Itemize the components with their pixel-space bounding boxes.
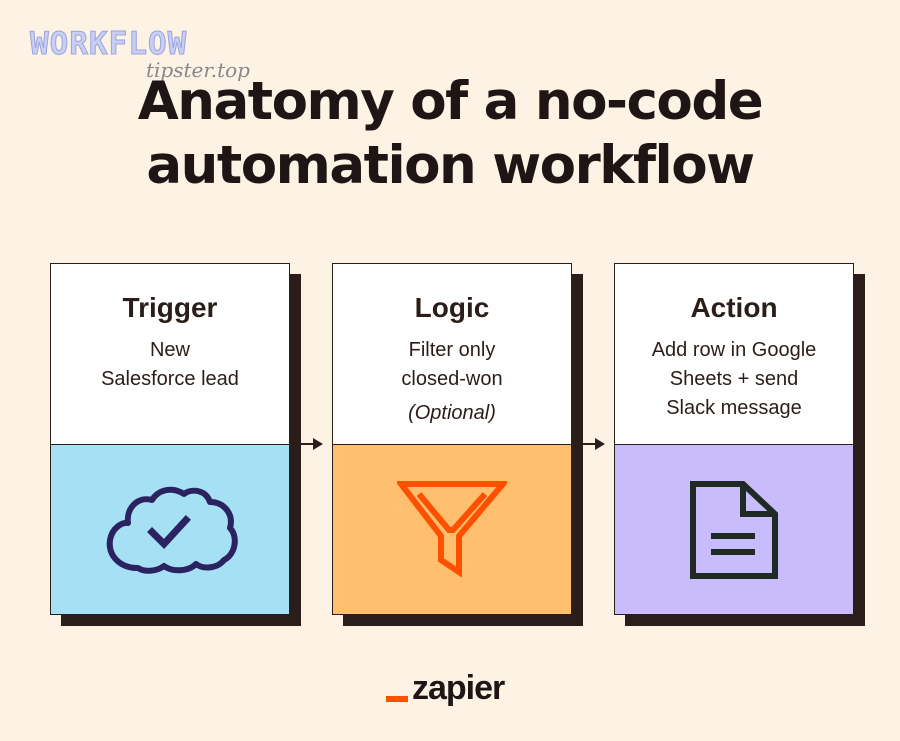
action-title: Action	[690, 292, 778, 323]
watermark-text: WORKFLOW	[29, 26, 188, 63]
arrow-right-icon	[289, 438, 323, 450]
logic-description: Filter only closed-won	[401, 339, 503, 390]
document-icon	[690, 481, 778, 579]
card-body: Action Add row in Google Sheets + send S…	[614, 263, 854, 615]
watermark: WORKFLOW tipster.top	[29, 26, 280, 86]
trigger-title: Trigger	[122, 292, 218, 323]
zapier-underscore-mark	[386, 696, 408, 702]
watermark-subtext: tipster.top	[146, 58, 250, 82]
action-description: Add row in Google Sheets + send Slack me…	[651, 339, 817, 419]
title-line-2: automation workflow	[146, 135, 755, 196]
trigger-description: New Salesforce lead	[101, 339, 239, 390]
logic-card: Logic Filter only closed-won (Optional)	[332, 263, 583, 626]
page-title: Anatomy of a no-code automation workflow	[0, 70, 900, 198]
arrow-right-icon	[571, 438, 605, 450]
card-body: Logic Filter only closed-won (Optional)	[332, 263, 572, 615]
title-line-1: Anatomy of a no-code	[137, 71, 764, 132]
action-card: Action Add row in Google Sheets + send S…	[614, 263, 865, 626]
zapier-wordmark: zapier	[412, 669, 505, 707]
trigger-card: Trigger New Salesforce lead	[50, 263, 301, 626]
filter-funnel-icon	[397, 481, 507, 578]
card-body: Trigger New Salesforce lead	[50, 263, 290, 615]
logic-title: Logic	[414, 292, 490, 323]
logic-optional-note: (Optional)	[408, 402, 496, 424]
trigger-icon-panel	[51, 444, 289, 614]
action-icon-panel	[615, 444, 853, 614]
cloud-check-icon	[106, 486, 238, 574]
logic-icon-panel	[333, 444, 571, 614]
